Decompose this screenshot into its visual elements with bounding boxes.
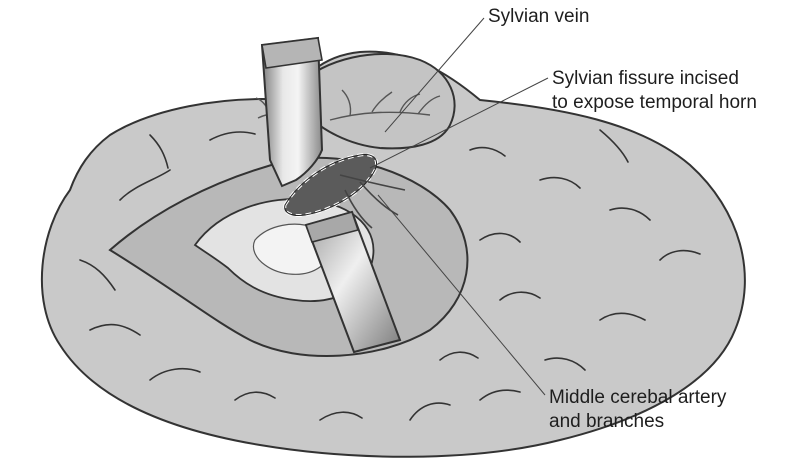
label-sylvian-fissure-line1: Sylvian fissure incised	[552, 68, 739, 90]
label-mca-line1: Middle cerebal artery	[549, 387, 726, 409]
label-mca-line2: and branches	[549, 411, 664, 433]
label-sylvian-fissure-line2: to expose temporal horn	[552, 92, 757, 114]
label-sylvian-vein: Sylvian vein	[488, 6, 589, 28]
